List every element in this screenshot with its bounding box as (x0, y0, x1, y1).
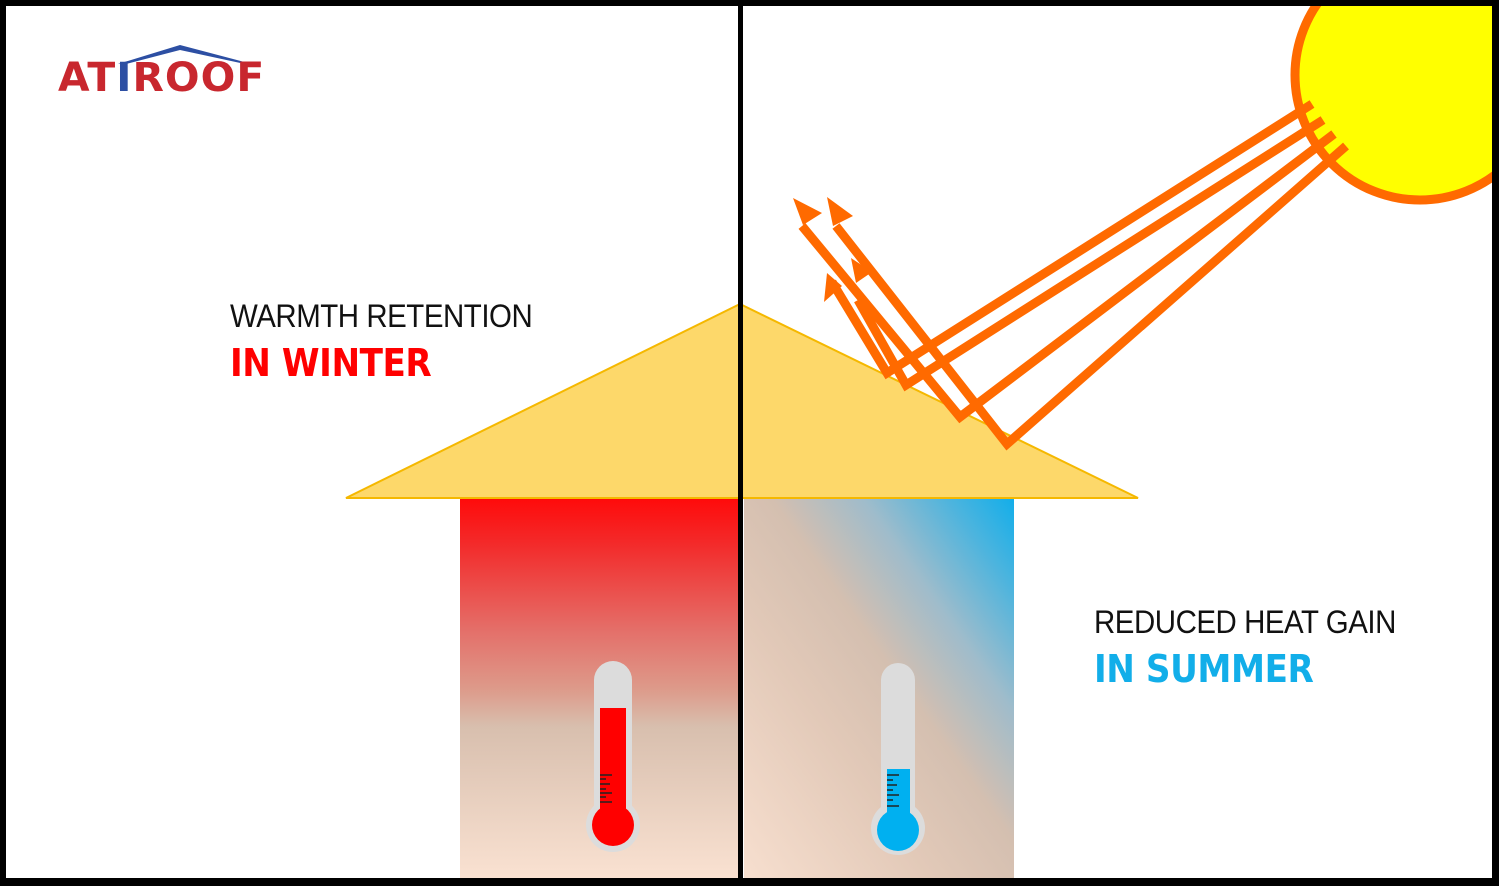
logo-text-roof: ROOF (132, 55, 266, 101)
arrow-head-icon (851, 258, 872, 283)
arrow-head-icon (824, 273, 842, 302)
thermometer-hot-icon (586, 661, 640, 852)
scene: ATIROOF WARMTH RETENTION IN WINTER REDUC… (6, 6, 1492, 878)
house-walls (460, 498, 1014, 878)
illustration (118, 6, 1492, 878)
diagram-frame: ATIROOF WARMTH RETENTION IN WINTER REDUC… (6, 6, 1492, 878)
sun-rays (798, 100, 1349, 451)
brand-logo: ATIROOF (58, 40, 353, 102)
ray-1 (828, 100, 1315, 380)
logo-roof-icon (118, 45, 252, 64)
arrow-head-icon (827, 197, 853, 226)
summer-caption: REDUCED HEAT GAIN IN SUMMER (1094, 606, 1422, 688)
logo-text-at: AT (58, 55, 117, 101)
divider-line (738, 6, 743, 878)
summer-caption-line2: IN SUMMER (1094, 647, 1314, 691)
logo-wordmark: ATIROOF (58, 58, 265, 98)
summer-caption-line1: REDUCED HEAT GAIN (1094, 604, 1396, 640)
arrow-head-icon (793, 198, 822, 225)
winter-caption-line1: WARMTH RETENTION (230, 298, 533, 334)
logo-text-i: I (116, 55, 133, 101)
ray-4 (832, 142, 1349, 451)
ray-2 (854, 116, 1326, 392)
winter-caption: WARMTH RETENTION IN WINTER (230, 300, 559, 382)
arrowheads (793, 197, 872, 302)
sun-icon (1290, 6, 1492, 205)
ray-3 (798, 130, 1337, 424)
thermometer-cold-icon (871, 663, 925, 855)
winter-caption-line2: IN WINTER (230, 341, 432, 385)
